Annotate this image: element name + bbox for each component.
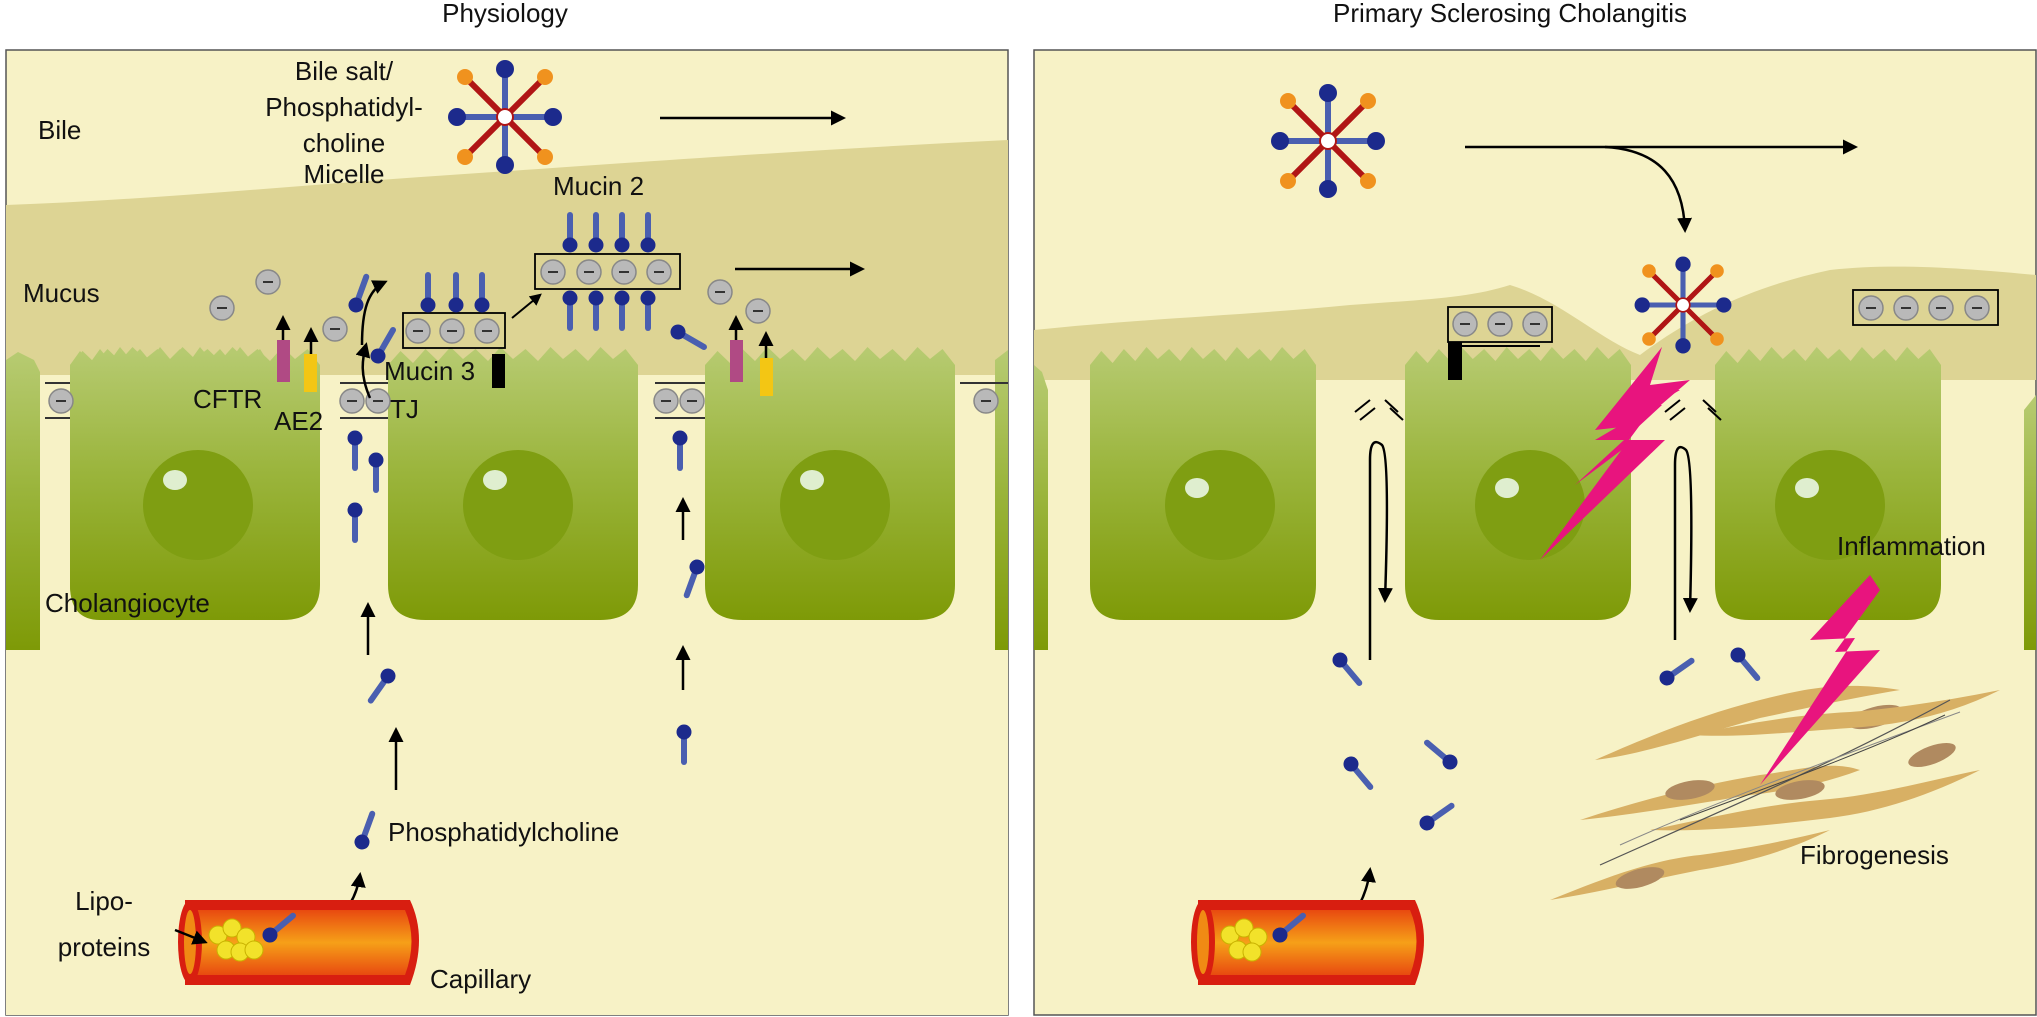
cholangiocyte-label: Cholangiocyte bbox=[45, 588, 210, 618]
fibrogenesis-label: Fibrogenesis bbox=[1800, 840, 1949, 870]
cholangiocyte-cells bbox=[6, 347, 1008, 650]
capillary-label: Capillary bbox=[430, 964, 531, 994]
mucin-complex-psc bbox=[1447, 289, 1999, 380]
cftr-label: CFTR bbox=[193, 384, 262, 414]
ae2-label: AE2 bbox=[274, 406, 323, 436]
bile-label: Bile bbox=[38, 115, 81, 145]
lipoprotein-icon-psc bbox=[1220, 918, 1268, 962]
mucus-label: Mucus bbox=[23, 278, 100, 308]
mucin2-complex bbox=[534, 215, 865, 328]
disrupted-tight-junctions bbox=[1354, 399, 1722, 421]
micelle-label-1: Bile salt/ bbox=[295, 56, 394, 86]
right-panel-title: Primary Sclerosing Cholangitis bbox=[1333, 0, 1687, 28]
lipoprotein-icon bbox=[208, 918, 264, 962]
cftr-channel bbox=[277, 340, 290, 382]
left-panel-title: Physiology bbox=[442, 0, 568, 28]
ae2-exchanger bbox=[304, 354, 317, 392]
psc-panel: Primary Sclerosing Cholangitis bbox=[1033, 0, 2037, 1016]
mucin3-label: Mucin 3 bbox=[384, 356, 475, 386]
lightning-icon bbox=[1540, 347, 1880, 785]
micelle-icon bbox=[448, 60, 562, 174]
micelle-label-4: Micelle bbox=[304, 159, 385, 189]
cholangiocyte-cells-psc bbox=[1034, 347, 2036, 650]
lipoproteins-label-1: Lipo- bbox=[75, 886, 133, 916]
mucin3-complex bbox=[402, 275, 542, 388]
inflammation-label: Inflammation bbox=[1837, 531, 1986, 561]
mucin2-label: Mucin 2 bbox=[553, 171, 644, 201]
physiology-panel: Physiology bbox=[5, 0, 1009, 1016]
tj-label: TJ bbox=[390, 394, 419, 424]
micelle-icon-psc bbox=[1271, 84, 1385, 198]
micelle-label-2: Phosphatidyl- bbox=[265, 92, 423, 122]
capillary-icon bbox=[174, 900, 419, 985]
lipoproteins-label-2: proteins bbox=[58, 932, 151, 962]
phosphatidylcholine-label: Phosphatidylcholine bbox=[388, 817, 619, 847]
capillary-icon-psc bbox=[1191, 900, 1424, 985]
micelle-label-3: choline bbox=[303, 128, 385, 158]
